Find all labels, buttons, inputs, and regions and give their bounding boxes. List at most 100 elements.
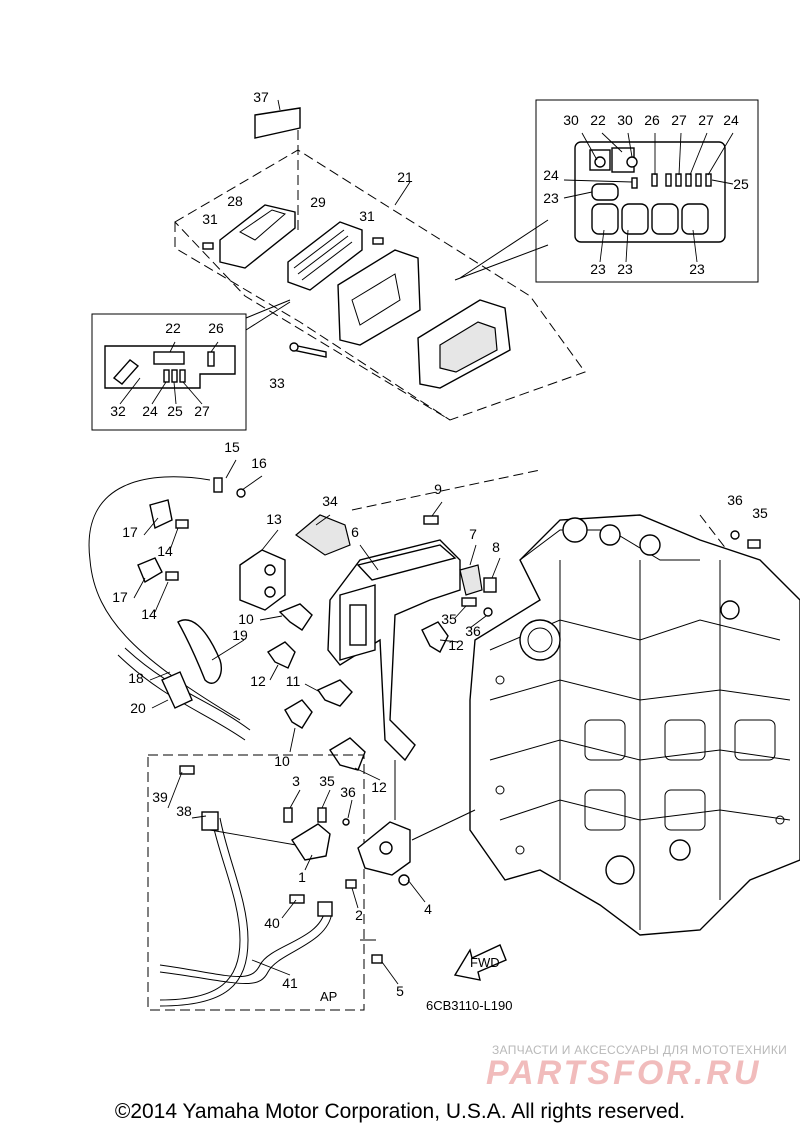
callout-c21: 21: [397, 169, 413, 185]
callout-c10b: 10: [274, 753, 290, 769]
clamp-12b: [421, 621, 449, 653]
callout-c32: 32: [110, 403, 126, 419]
bracket-assembly: [88, 459, 761, 781]
callout-c11: 11: [286, 673, 301, 689]
clamp-12a: [266, 641, 296, 669]
terminal-40: [317, 901, 333, 917]
ecu-assembly-group: [174, 99, 586, 421]
callout-c38: 38: [176, 803, 192, 819]
callout-c2: 2: [355, 907, 363, 923]
tube-19: [177, 619, 222, 684]
callout-c10a: 10: [238, 611, 254, 627]
watermark-text: ЗАПЧАСТИ И АКСЕССУАРЫ ДЛЯ МОТОТЕХНИКИ: [492, 1043, 788, 1057]
washer-36c: [342, 818, 350, 826]
callout-c25a: 25: [167, 403, 183, 419]
clip-1: [291, 823, 331, 861]
callout-c23d: 23: [689, 261, 705, 277]
washer-16: [236, 488, 246, 498]
callout-c25b: 25: [733, 176, 749, 192]
clamp-10b: [284, 699, 313, 729]
callout-c15: 15: [224, 439, 240, 455]
callout-c27c: 27: [698, 112, 714, 128]
callout-c31b: 31: [359, 208, 375, 224]
callout-c12b: 12: [250, 673, 266, 689]
washer-36b: [483, 607, 493, 617]
cable-38: [159, 819, 241, 1001]
clamp-10a: [278, 603, 313, 631]
callout-c20: 20: [130, 700, 146, 716]
bolt-icon: [179, 765, 383, 964]
callout-c26b: 26: [644, 112, 660, 128]
callout-c26a: 26: [208, 320, 224, 336]
callout-c24b: 24: [723, 112, 739, 128]
watermark-logo: PARTSFOR.RU: [486, 1054, 762, 1092]
relay-13: [239, 549, 286, 611]
callout-c33: 33: [269, 375, 285, 391]
grommet-7: [459, 564, 483, 596]
callout-c16: 16: [251, 455, 267, 471]
connector-17b: [137, 557, 163, 584]
fuse-slots: [631, 173, 712, 189]
callout-c23b: 23: [590, 261, 606, 277]
callout-c35c: 35: [319, 773, 335, 789]
callout-c30a: 30: [563, 112, 579, 128]
washer-36a: [730, 530, 740, 540]
callout-c24c: 24: [543, 167, 559, 183]
clamp-11: [316, 679, 353, 707]
holder-20: [161, 671, 193, 709]
callout-c35a: 35: [752, 505, 768, 521]
callout-c41: 41: [282, 975, 298, 991]
rubber-34: [295, 514, 351, 556]
callout-c22a: 22: [165, 320, 181, 336]
callout-c34: 34: [322, 493, 338, 509]
drawing-code: 6CB3110-L190: [426, 998, 513, 1013]
ap-label: AP: [320, 989, 337, 1004]
callout-c28: 28: [227, 193, 243, 209]
callout-c7: 7: [469, 526, 477, 542]
label-plate-37: [254, 107, 301, 139]
callout-c40: 40: [264, 915, 280, 931]
callout-c3: 3: [292, 773, 300, 789]
bolt-icon: [202, 237, 384, 250]
detail-box-left: [91, 299, 291, 431]
callout-c27b: 27: [671, 112, 687, 128]
callout-c17b: 17: [112, 589, 128, 605]
callout-c24a: 24: [142, 403, 158, 419]
callout-c14a: 14: [157, 543, 173, 559]
callout-c39: 39: [152, 789, 168, 805]
callout-c27a: 27: [194, 403, 210, 419]
callout-c5: 5: [396, 983, 404, 999]
callout-c13: 13: [266, 511, 282, 527]
callout-c1: 1: [298, 869, 306, 885]
callout-c19: 19: [232, 627, 248, 643]
fwd-arrow-icon: [453, 944, 507, 981]
callout-c35b: 35: [441, 611, 457, 627]
pin-8: [483, 577, 497, 593]
callout-c23a: 23: [543, 190, 559, 206]
callout-c12c: 12: [371, 779, 387, 795]
callout-c37: 37: [253, 89, 269, 105]
engine-block: [469, 514, 800, 936]
callout-c14b: 14: [141, 606, 157, 622]
clamp-12c: [329, 737, 366, 771]
bracket-28: [219, 204, 296, 269]
callout-c8: 8: [492, 539, 500, 555]
callout-c23c: 23: [617, 261, 633, 277]
callout-c22b: 22: [590, 112, 606, 128]
bolt-icon: [165, 477, 761, 607]
ecu-case: [337, 249, 421, 346]
callout-c9: 9: [434, 481, 442, 497]
callout-c6: 6: [351, 524, 359, 540]
callout-c31a: 31: [202, 211, 218, 227]
harness-18: [88, 476, 241, 721]
terminal-38: [201, 811, 219, 831]
callout-c18: 18: [128, 670, 144, 686]
callout-c4: 4: [424, 901, 432, 917]
copyright-notice: ©2014 Yamaha Motor Corporation, U.S.A. A…: [114, 1100, 686, 1123]
callout-c36a: 36: [727, 492, 743, 508]
callout-c30b: 30: [617, 112, 633, 128]
callout-c29: 29: [310, 194, 326, 210]
lower-group: [147, 754, 507, 1011]
